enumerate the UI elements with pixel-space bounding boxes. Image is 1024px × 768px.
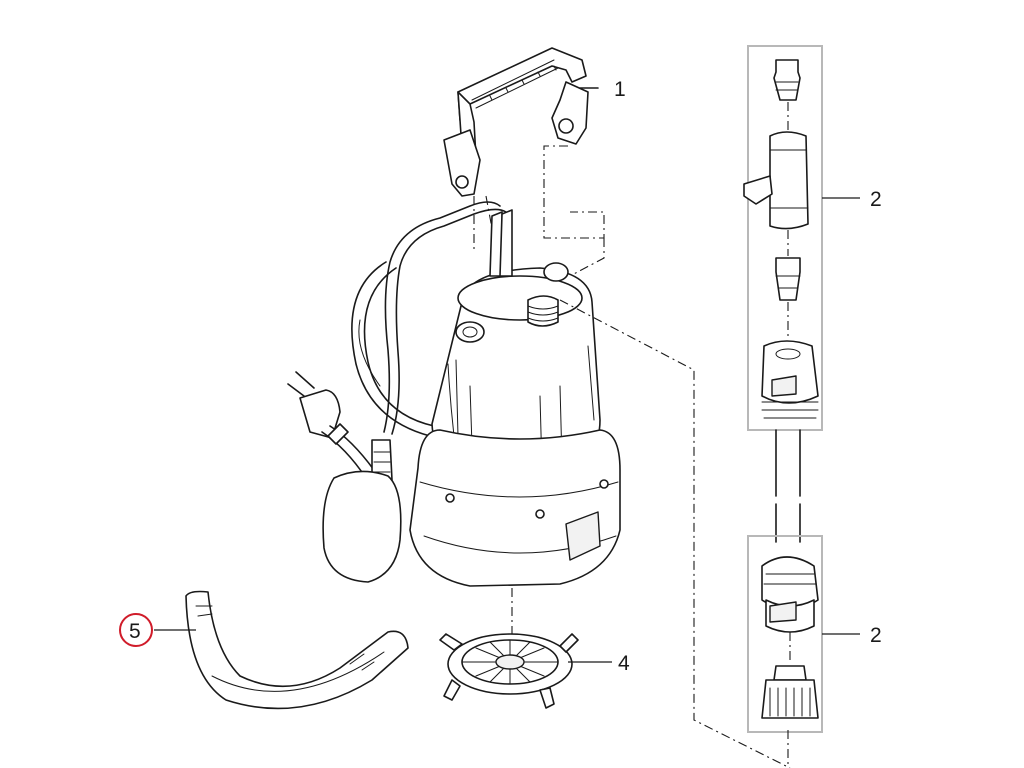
part-4-strainer — [439, 633, 612, 709]
part-2-connector-kit-upper — [743, 45, 860, 431]
callout-5: 5 — [129, 620, 141, 643]
part-2-connector-kit-lower — [747, 535, 860, 733]
part-1-carrying-handle — [443, 47, 599, 197]
pump-body — [351, 201, 621, 587]
callout-2-upper: 2 — [870, 188, 882, 211]
highlight-circle — [119, 613, 153, 647]
callout-4: 4 — [618, 652, 630, 675]
callout-5-highlight: 5 — [119, 613, 153, 647]
callout-1: 1 — [614, 78, 626, 101]
callout-2-lower: 2 — [870, 624, 882, 647]
float-switch — [322, 439, 402, 583]
part-5-hose-bend — [154, 590, 409, 710]
power-plug — [287, 371, 375, 479]
